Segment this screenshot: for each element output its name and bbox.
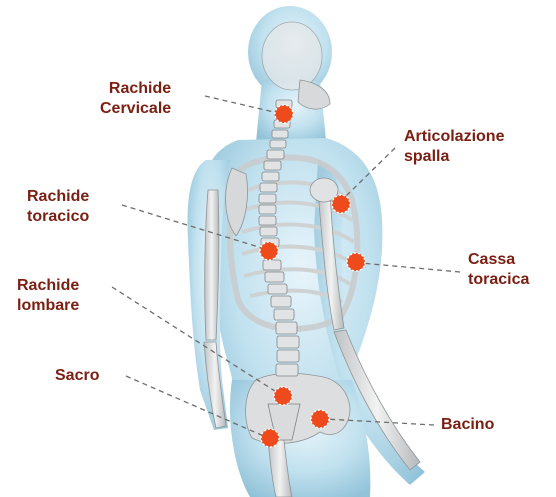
vertebra (264, 161, 281, 170)
vertebra (274, 309, 294, 320)
label-cassa-toracica: Cassa toracica (468, 250, 529, 290)
vertebra (272, 130, 288, 138)
marker-bacino (311, 410, 329, 428)
vertebra (260, 183, 277, 192)
skull (262, 22, 322, 90)
vertebra (270, 140, 286, 148)
label-line: Rachide (17, 276, 79, 296)
label-line: lombare (17, 296, 79, 316)
marker-lombare (274, 387, 292, 405)
vertebra (276, 364, 298, 376)
marker-sacro (261, 429, 279, 447)
vertebra (268, 284, 287, 294)
humerus-left (205, 190, 219, 340)
vertebra (276, 322, 297, 334)
vertebra (271, 296, 291, 307)
label-rachide-cervicale: Rachide Cervicale (100, 79, 171, 119)
marker-cervicale (275, 105, 293, 123)
label-line: spalla (404, 147, 504, 167)
label-articolazione-spalla: Articolazione spalla (404, 127, 504, 167)
marker-cassa (347, 253, 365, 271)
vertebra (259, 216, 276, 225)
vertebra (259, 194, 276, 203)
label-line: Sacro (55, 366, 99, 386)
jaw (298, 80, 330, 109)
label-line: toracica (468, 270, 529, 290)
label-line: Cassa (468, 250, 529, 270)
vertebra (277, 350, 299, 362)
vertebra (262, 172, 279, 181)
label-line: Bacino (441, 415, 494, 435)
vertebra (265, 272, 284, 282)
vertebra (263, 260, 281, 270)
vertebra (267, 150, 284, 159)
label-line: Rachide (100, 79, 171, 99)
label-line: Articolazione (404, 127, 504, 147)
label-sacro: Sacro (55, 366, 99, 386)
label-bacino: Bacino (441, 415, 494, 435)
label-line: Rachide (27, 187, 89, 207)
marker-toracico (260, 242, 278, 260)
label-line: toracico (27, 207, 89, 227)
shoulder-joint (310, 178, 338, 202)
marker-spalla (332, 195, 350, 213)
vertebra (260, 227, 277, 236)
label-rachide-toracico: Rachide toracico (27, 187, 89, 227)
label-rachide-lombare: Rachide lombare (17, 276, 79, 316)
label-line: Cervicale (100, 99, 171, 119)
vertebra (259, 205, 276, 214)
vertebra (277, 336, 299, 348)
